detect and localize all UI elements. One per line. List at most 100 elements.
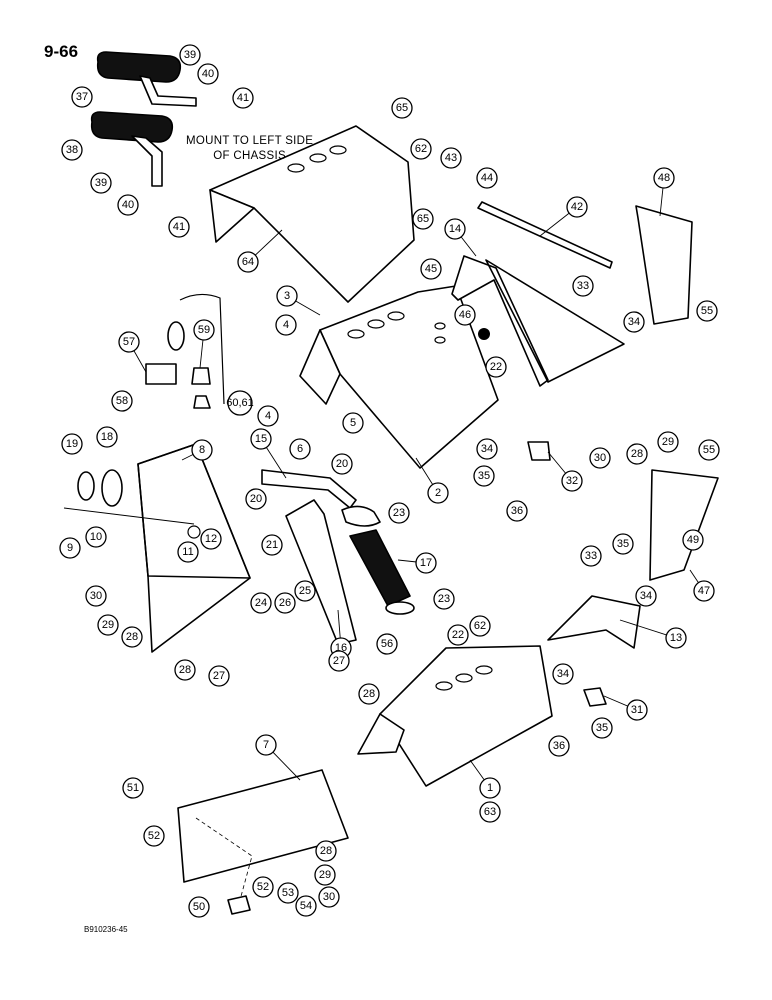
callout-label: 20 bbox=[336, 458, 348, 470]
callout-33: 33 bbox=[580, 545, 602, 567]
tube-bracket bbox=[285, 499, 357, 645]
callout-56: 56 bbox=[376, 633, 398, 655]
callout-label: 39 bbox=[95, 177, 107, 189]
callout-36: 36 bbox=[506, 500, 528, 522]
callout-44: 44 bbox=[476, 167, 498, 189]
callout-label: 1 bbox=[487, 782, 493, 794]
side-panel-right bbox=[485, 259, 625, 383]
callout-55: 55 bbox=[696, 300, 718, 322]
callout-35: 35 bbox=[591, 717, 613, 739]
callout-8: 8 bbox=[191, 439, 213, 461]
mount-clip-lower bbox=[583, 687, 607, 707]
callout-label: 36 bbox=[553, 740, 565, 752]
callout-25: 25 bbox=[294, 580, 316, 602]
callout-28: 28 bbox=[626, 443, 648, 465]
callout-30: 30 bbox=[318, 886, 340, 908]
callout-label: 65 bbox=[396, 102, 408, 114]
callout-label: 30 bbox=[323, 891, 335, 903]
callout-label: 7 bbox=[263, 739, 269, 751]
callout-label: 40 bbox=[202, 68, 214, 80]
callout-label: 64 bbox=[242, 256, 254, 268]
callout-7: 7 bbox=[255, 734, 277, 756]
support-bracket bbox=[451, 255, 549, 387]
callout-5: 5 bbox=[342, 412, 364, 434]
callout-label: 2 bbox=[435, 487, 441, 499]
callout-4: 4 bbox=[275, 314, 297, 336]
callout-64: 64 bbox=[237, 251, 259, 273]
callout-label: 51 bbox=[127, 782, 139, 794]
callout-label: 52 bbox=[257, 881, 269, 893]
side-shield bbox=[635, 205, 693, 325]
callout-label: 28 bbox=[363, 688, 375, 700]
callout-23: 23 bbox=[433, 588, 455, 610]
callout-label: 19 bbox=[66, 438, 78, 450]
foot-step-lower bbox=[90, 111, 174, 187]
callout-label: 52 bbox=[148, 830, 160, 842]
callout-label: 62 bbox=[415, 143, 427, 155]
callout-55: 55 bbox=[698, 439, 720, 461]
callout-50: 50 bbox=[188, 896, 210, 918]
page-number: 9-66 bbox=[44, 42, 79, 61]
callout-33: 33 bbox=[572, 275, 594, 297]
callout-65: 65 bbox=[412, 208, 434, 230]
callout-label: 49 bbox=[687, 534, 699, 546]
top-cover bbox=[209, 125, 415, 303]
callout-13: 13 bbox=[665, 627, 687, 649]
callout-label: 40 bbox=[122, 199, 134, 211]
callout-60-61: 60,61 bbox=[226, 390, 254, 416]
callout-label: 20 bbox=[250, 493, 262, 505]
callout-label: 8 bbox=[199, 444, 205, 456]
callout-30: 30 bbox=[589, 447, 611, 469]
callout-layer: 1234456789101112131415161718192020212222… bbox=[59, 44, 720, 918]
callout-label: 9 bbox=[67, 542, 73, 554]
callout-29: 29 bbox=[314, 864, 336, 886]
callout-label: 56 bbox=[381, 638, 393, 650]
callout-20: 20 bbox=[245, 488, 267, 510]
callout-label: 27 bbox=[213, 670, 225, 682]
callout-28: 28 bbox=[174, 659, 196, 681]
callout-32: 32 bbox=[561, 470, 583, 492]
callout-label: 28 bbox=[631, 448, 643, 460]
callout-12: 12 bbox=[200, 528, 222, 550]
callout-34: 34 bbox=[552, 663, 574, 685]
callout-52: 52 bbox=[143, 825, 165, 847]
callout-42: 42 bbox=[566, 196, 588, 218]
callout-label: 36 bbox=[511, 505, 523, 517]
callout-label: 34 bbox=[481, 443, 493, 455]
callout-label: 33 bbox=[585, 550, 597, 562]
callout-36: 36 bbox=[548, 735, 570, 757]
callout-label: 53 bbox=[282, 887, 294, 899]
callout-40: 40 bbox=[197, 63, 219, 85]
callout-27: 27 bbox=[328, 650, 350, 672]
callout-10: 10 bbox=[85, 526, 107, 548]
callout-29: 29 bbox=[97, 614, 119, 636]
callout-label: 54 bbox=[300, 900, 312, 912]
callout-48: 48 bbox=[653, 167, 675, 189]
callout-label: 60,61 bbox=[226, 397, 254, 409]
callout-label: 25 bbox=[299, 585, 311, 597]
callout-22: 22 bbox=[485, 356, 507, 378]
callout-1: 1 bbox=[479, 777, 501, 799]
callout-label: 62 bbox=[474, 620, 486, 632]
callout-label: 10 bbox=[90, 531, 102, 543]
callout-28: 28 bbox=[121, 626, 143, 648]
callout-label: 41 bbox=[173, 221, 185, 233]
mount-note-line-2: OF CHASSIS bbox=[213, 150, 286, 162]
side-frame-right bbox=[649, 469, 719, 581]
callout-label: 23 bbox=[438, 593, 450, 605]
callout-label: 37 bbox=[76, 91, 88, 103]
callout-14: 14 bbox=[444, 218, 466, 240]
callout-label: 39 bbox=[184, 49, 196, 61]
callout-label: 43 bbox=[445, 152, 457, 164]
callout-label: 6 bbox=[297, 443, 303, 455]
callout-34: 34 bbox=[476, 438, 498, 460]
callout-label: 57 bbox=[123, 336, 135, 348]
callout-53: 53 bbox=[277, 882, 299, 904]
callout-37: 37 bbox=[71, 86, 93, 108]
callout-52: 52 bbox=[252, 876, 274, 898]
callout-label: 63 bbox=[484, 806, 496, 818]
callout-43: 43 bbox=[440, 147, 462, 169]
callout-label: 55 bbox=[701, 305, 713, 317]
callout-54: 54 bbox=[295, 895, 317, 917]
callout-51: 51 bbox=[122, 777, 144, 799]
